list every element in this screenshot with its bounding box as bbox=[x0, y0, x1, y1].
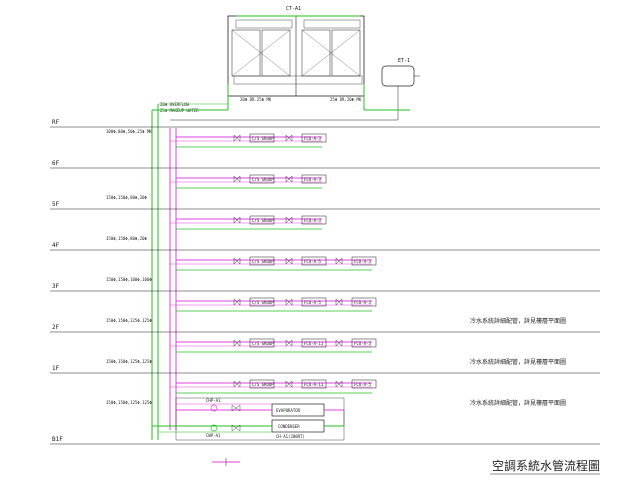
risers bbox=[151, 103, 410, 440]
expansion-tank-label: ET-1 bbox=[398, 58, 410, 64]
unit-box bbox=[301, 215, 327, 225]
unit-label: FCU-A-3 bbox=[354, 259, 371, 264]
unit-label: FCU-A-3 bbox=[354, 341, 371, 346]
floor-label: RF bbox=[52, 119, 60, 126]
floor-label: 1F bbox=[52, 365, 60, 372]
unit-box bbox=[249, 215, 275, 225]
valve-icon bbox=[335, 380, 343, 388]
unit-label: FCU-A-3 bbox=[304, 218, 321, 223]
chilled-pump-icon bbox=[210, 404, 218, 412]
unit-label: C/S GROUP bbox=[252, 300, 274, 305]
unit-label: C/S GROUP bbox=[252, 341, 274, 346]
unit-label: FCU-A-3 bbox=[304, 136, 321, 141]
floor-label: B1F bbox=[52, 436, 63, 443]
cooling-tower-note-right: 25Φ DR.20Φ MK bbox=[330, 97, 362, 102]
cooling-tower-label: CT-A1 bbox=[286, 6, 301, 12]
unit-box bbox=[249, 256, 275, 266]
cooling-tower-tag-overflow: 20Φ OVERFLOW bbox=[160, 102, 189, 107]
evaporator-label: EVAPORATOR bbox=[276, 408, 301, 413]
valve-icon bbox=[335, 339, 343, 347]
valve-icon bbox=[285, 175, 293, 183]
pipe-size-label: 150Φ,150Φ,80Φ,20Φ bbox=[106, 195, 148, 200]
floor-label: 5F bbox=[52, 201, 60, 208]
pipe-size-label: 150Φ,150Φ,100Φ,100Φ bbox=[106, 277, 152, 282]
unit-label: FCU-A-5 bbox=[304, 259, 321, 264]
unit-label: FCU-A-11 bbox=[304, 382, 324, 387]
unit-label: FCU-A-3 bbox=[304, 177, 321, 182]
condenser-pump-label: CWP-A1 bbox=[206, 433, 221, 438]
valve-icon bbox=[285, 134, 293, 142]
unit-box bbox=[301, 297, 327, 307]
valve-icon bbox=[335, 298, 343, 306]
valve-icon bbox=[233, 380, 241, 388]
pipe-size-label: 150Φ,150Φ,80Φ,20Φ bbox=[106, 236, 148, 241]
legend-mark bbox=[212, 458, 240, 466]
pipe-size-label: 150Φ,150Φ,125Φ,125Φ bbox=[106, 318, 152, 323]
chiller-label: CH-A1(200RT) bbox=[276, 434, 305, 439]
unit-box bbox=[301, 133, 327, 143]
valve-icon bbox=[233, 257, 241, 265]
floor-label: 6F bbox=[52, 160, 60, 167]
unit-box bbox=[301, 379, 327, 389]
unit-box bbox=[249, 133, 275, 143]
pipe-size-label: 150Φ,150Φ,125Φ,125Φ bbox=[106, 359, 152, 364]
floor-rows: RF 100Φ,80Φ,50Φ,25Φ MK C/S GROUP FCU-A-3 6F 1… bbox=[50, 119, 600, 445]
unit-box bbox=[249, 297, 275, 307]
valve-icon bbox=[285, 380, 293, 388]
unit-box bbox=[351, 379, 377, 389]
unit-box bbox=[301, 174, 327, 184]
unit-box bbox=[351, 256, 377, 266]
pipe-size-label: 150Φ,150Φ,125Φ,125Φ bbox=[106, 400, 152, 405]
floor-label: 4F bbox=[52, 242, 60, 249]
unit-label: C/S GROUP bbox=[252, 177, 274, 182]
unit-box bbox=[351, 297, 377, 307]
valve-icon bbox=[285, 298, 293, 306]
valve-icon bbox=[233, 298, 241, 306]
expansion-tank bbox=[381, 65, 420, 120]
valve-icon bbox=[285, 339, 293, 347]
unit-box bbox=[301, 256, 327, 266]
unit-label: C/S GROUP bbox=[252, 218, 274, 223]
plant-room bbox=[152, 397, 345, 441]
unit-label: C/S GROUP bbox=[252, 136, 274, 141]
floor-note: 冷水系統詳細配管，詳見樓層平面圖 bbox=[470, 358, 566, 366]
unit-label: FCU-A-3 bbox=[354, 300, 371, 305]
unit-label: FCU-A-5 bbox=[354, 382, 371, 387]
cooling-tower bbox=[227, 15, 365, 110]
unit-box bbox=[301, 338, 327, 348]
valve-icon bbox=[285, 257, 293, 265]
floor-label: 3F bbox=[52, 283, 60, 290]
valve-icon bbox=[233, 216, 241, 224]
valve-icon bbox=[233, 134, 241, 142]
cooling-tower-note-left: 20Φ DR.25Φ MK bbox=[240, 97, 272, 102]
unit-box bbox=[249, 174, 275, 184]
unit-box bbox=[249, 379, 275, 389]
floor-label: 2F bbox=[52, 324, 60, 331]
unit-label: C/S GROUP bbox=[252, 259, 274, 264]
valve-icon bbox=[285, 216, 293, 224]
unit-box bbox=[249, 338, 275, 348]
unit-box bbox=[351, 338, 377, 348]
unit-label: FCU-A-5 bbox=[304, 300, 321, 305]
pipe-size-label: 100Φ,80Φ,50Φ,25Φ MK bbox=[106, 129, 152, 134]
condenser-pump-icon bbox=[210, 424, 218, 432]
valve-icon bbox=[233, 175, 241, 183]
valve-icon bbox=[233, 339, 241, 347]
chilled-pump-label: CHP-A1 bbox=[206, 398, 221, 403]
valve-icon bbox=[335, 257, 343, 265]
unit-label: C/S GROUP bbox=[252, 382, 274, 387]
condenser-label: CONDENSER bbox=[278, 424, 300, 429]
floor-note: 冷水系統詳細配管，詳見樓層平面圖 bbox=[470, 317, 566, 325]
floor-note: 冷水系統詳細配管，詳見樓層平面圖 bbox=[470, 399, 566, 407]
unit-label: FCU-A-11 bbox=[304, 341, 324, 346]
diagram-title: 空調系統水管流程圖 bbox=[492, 458, 600, 473]
